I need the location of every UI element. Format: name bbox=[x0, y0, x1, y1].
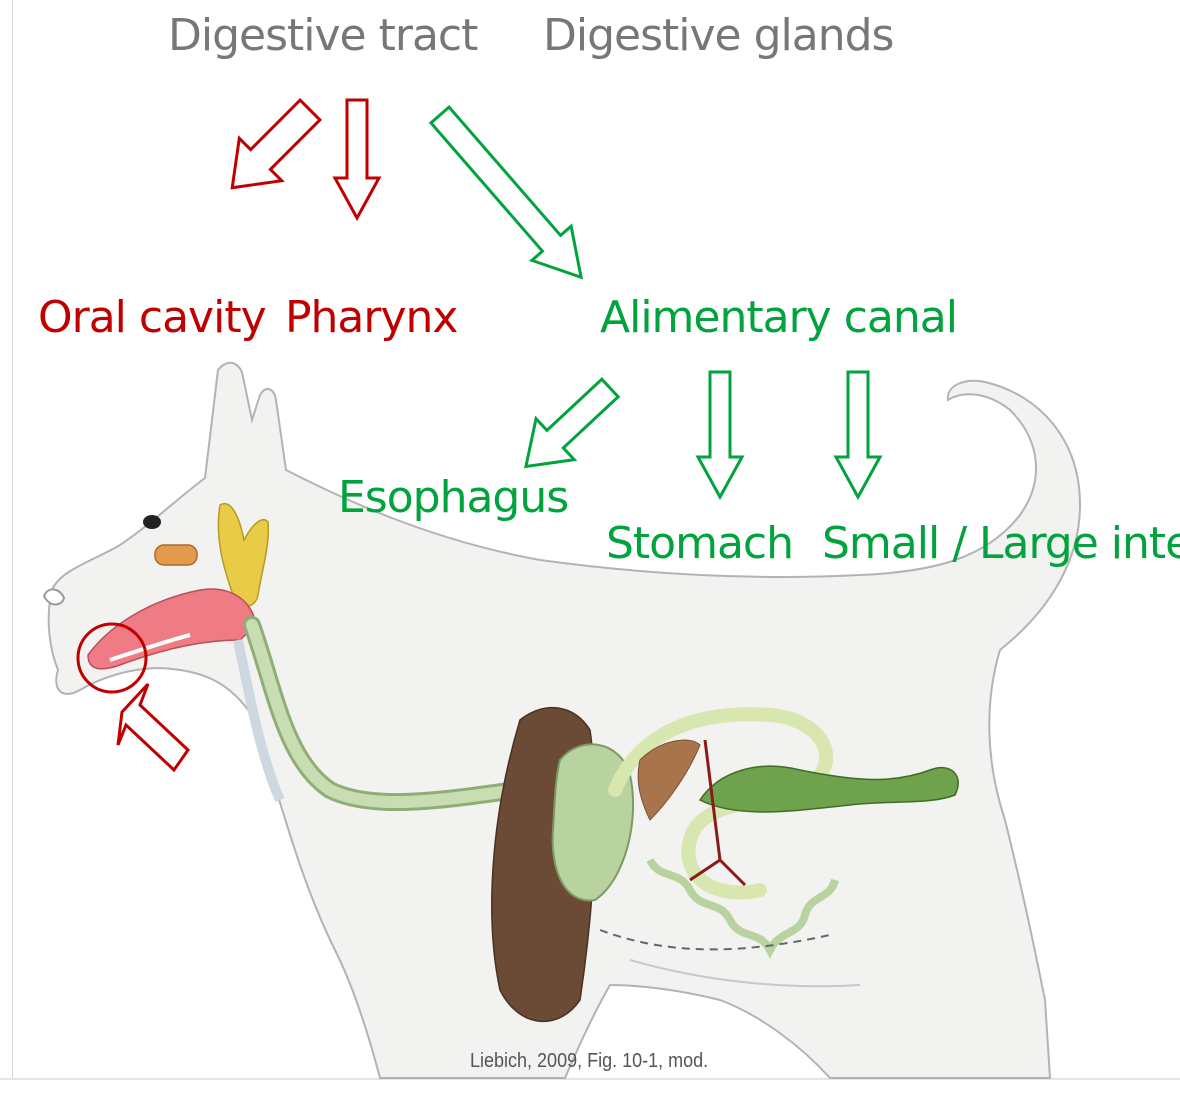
parotid-gland bbox=[155, 545, 197, 565]
figure-credit: Liebich, 2009, Fig. 10-1, mod. bbox=[470, 1050, 708, 1073]
arrow-to-stomach bbox=[698, 372, 742, 497]
mouth-pointer-arrow bbox=[118, 684, 188, 770]
arrow-to-oral-cavity bbox=[211, 89, 331, 209]
arrow-to-esophagus bbox=[507, 368, 629, 487]
digestive-glands-label: Digestive glands bbox=[543, 14, 893, 58]
intestine-label: Small / Large intesti bbox=[822, 522, 1180, 566]
alimentary-canal-label: Alimentary canal bbox=[600, 296, 957, 340]
esophagus-label: Esophagus bbox=[338, 476, 568, 520]
arrow-to-pharynx bbox=[335, 100, 379, 218]
arrow-to-alimentary-canal bbox=[420, 98, 600, 294]
digestive-tract-label: Digestive tract bbox=[168, 14, 477, 58]
dog-nose bbox=[44, 589, 64, 604]
pharynx-label: Pharynx bbox=[285, 296, 457, 340]
arrow-to-intestine bbox=[836, 372, 880, 497]
stomach-label: Stomach bbox=[606, 522, 793, 566]
oral-cavity-label: Oral cavity bbox=[38, 296, 266, 340]
dog-eye bbox=[143, 515, 161, 529]
